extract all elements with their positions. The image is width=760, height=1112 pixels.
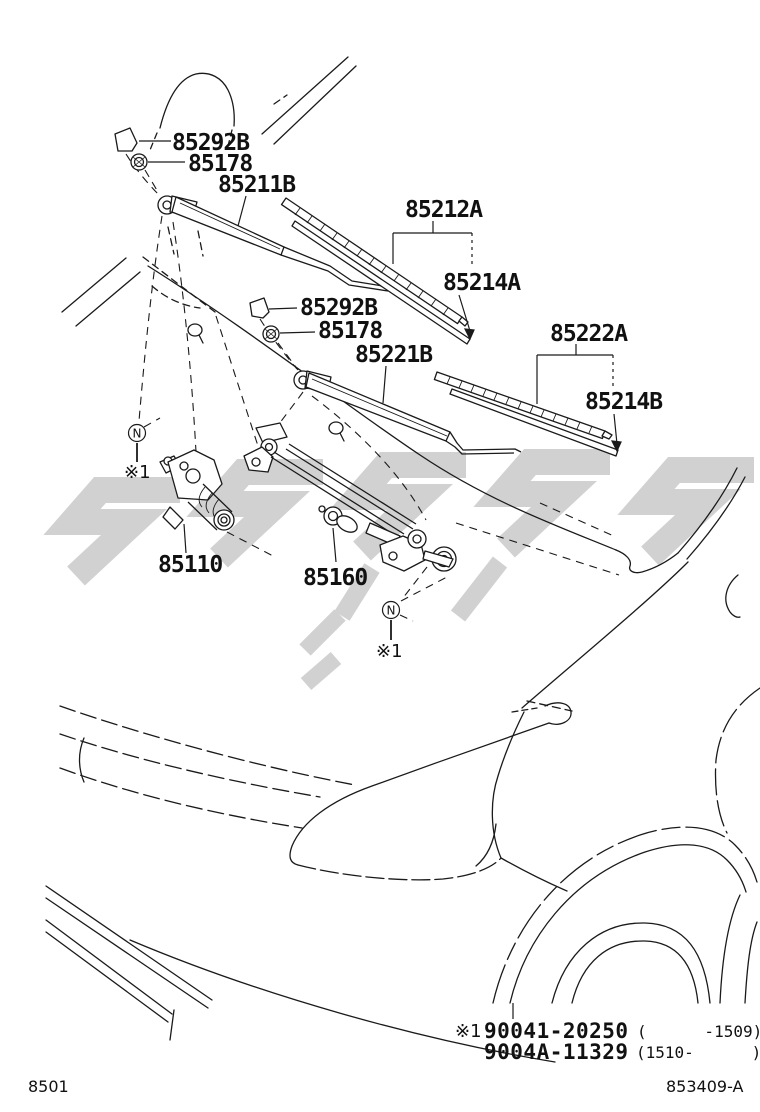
page-number: 8501 xyxy=(28,1077,69,1096)
part-label-85160[interactable]: 85160 xyxy=(303,565,368,591)
wiper-blade-2 xyxy=(433,371,613,440)
car-body-outline xyxy=(45,56,760,1063)
assembly-guide-lines xyxy=(125,153,620,622)
footnote-part-number-1: 90041-20250 xyxy=(484,1019,629,1043)
part-label-85221B[interactable]: 85221B xyxy=(355,342,434,368)
part-label-85178-1[interactable]: 85178 xyxy=(188,151,253,177)
circled-n-marker-1: N ※1 xyxy=(124,423,151,483)
footnote-applicability-2: (1510- ) xyxy=(636,1043,760,1062)
part-number-labels: 85292B 85178 85211B 85212A 85214A 85292B… xyxy=(158,130,664,591)
part-label-85212A[interactable]: 85212A xyxy=(405,197,484,223)
footnote: ※1 90041-20250 ( -1509) 9004A-11329 (151… xyxy=(455,1019,760,1064)
arrowhead-85214A xyxy=(463,328,475,341)
figure-code: 853409-A xyxy=(666,1077,744,1096)
pivot-nut-2 xyxy=(262,325,280,343)
watermark xyxy=(72,462,754,691)
pivot-cap-1 xyxy=(114,127,138,152)
part-label-85292B-2[interactable]: 85292B xyxy=(300,295,379,321)
part-label-85292B-1[interactable]: 85292B xyxy=(172,130,251,156)
reference-markers: N ※1 N ※1 xyxy=(124,423,403,662)
wiper-motor xyxy=(159,449,235,531)
pivot-cap-2 xyxy=(249,297,270,319)
marker-note-2: ※1 xyxy=(376,641,403,662)
pivot-nut-1 xyxy=(130,153,148,171)
circled-n-marker-2: N ※1 xyxy=(376,600,403,662)
arrowhead-85214B xyxy=(610,440,622,453)
wiper-arm-2 xyxy=(293,370,522,455)
wiper-parts xyxy=(114,127,619,572)
part-label-85178-2[interactable]: 85178 xyxy=(318,318,383,344)
marker-symbol-2: N xyxy=(387,604,396,618)
marker-symbol-1: N xyxy=(133,427,142,441)
wiper-linkage xyxy=(243,422,457,572)
wiper-blade-1 xyxy=(280,197,469,327)
footnote-part-number-2: 9004A-11329 xyxy=(484,1040,629,1064)
blade-insert-1 xyxy=(291,220,471,345)
leader-lines xyxy=(139,140,622,1019)
blade-insert-2 xyxy=(449,388,619,457)
part-label-85222A[interactable]: 85222A xyxy=(550,321,629,347)
part-label-85214A[interactable]: 85214A xyxy=(443,270,522,296)
part-label-85214B[interactable]: 85214B xyxy=(585,389,664,415)
part-label-85110[interactable]: 85110 xyxy=(158,552,223,578)
marker-note-1: ※1 xyxy=(124,462,151,483)
wiper-arm-1 xyxy=(157,195,390,292)
footnote-marker: ※1 xyxy=(455,1021,482,1042)
part-label-85211B[interactable]: 85211B xyxy=(218,172,297,198)
footnote-applicability-1: ( -1509) xyxy=(637,1022,760,1041)
